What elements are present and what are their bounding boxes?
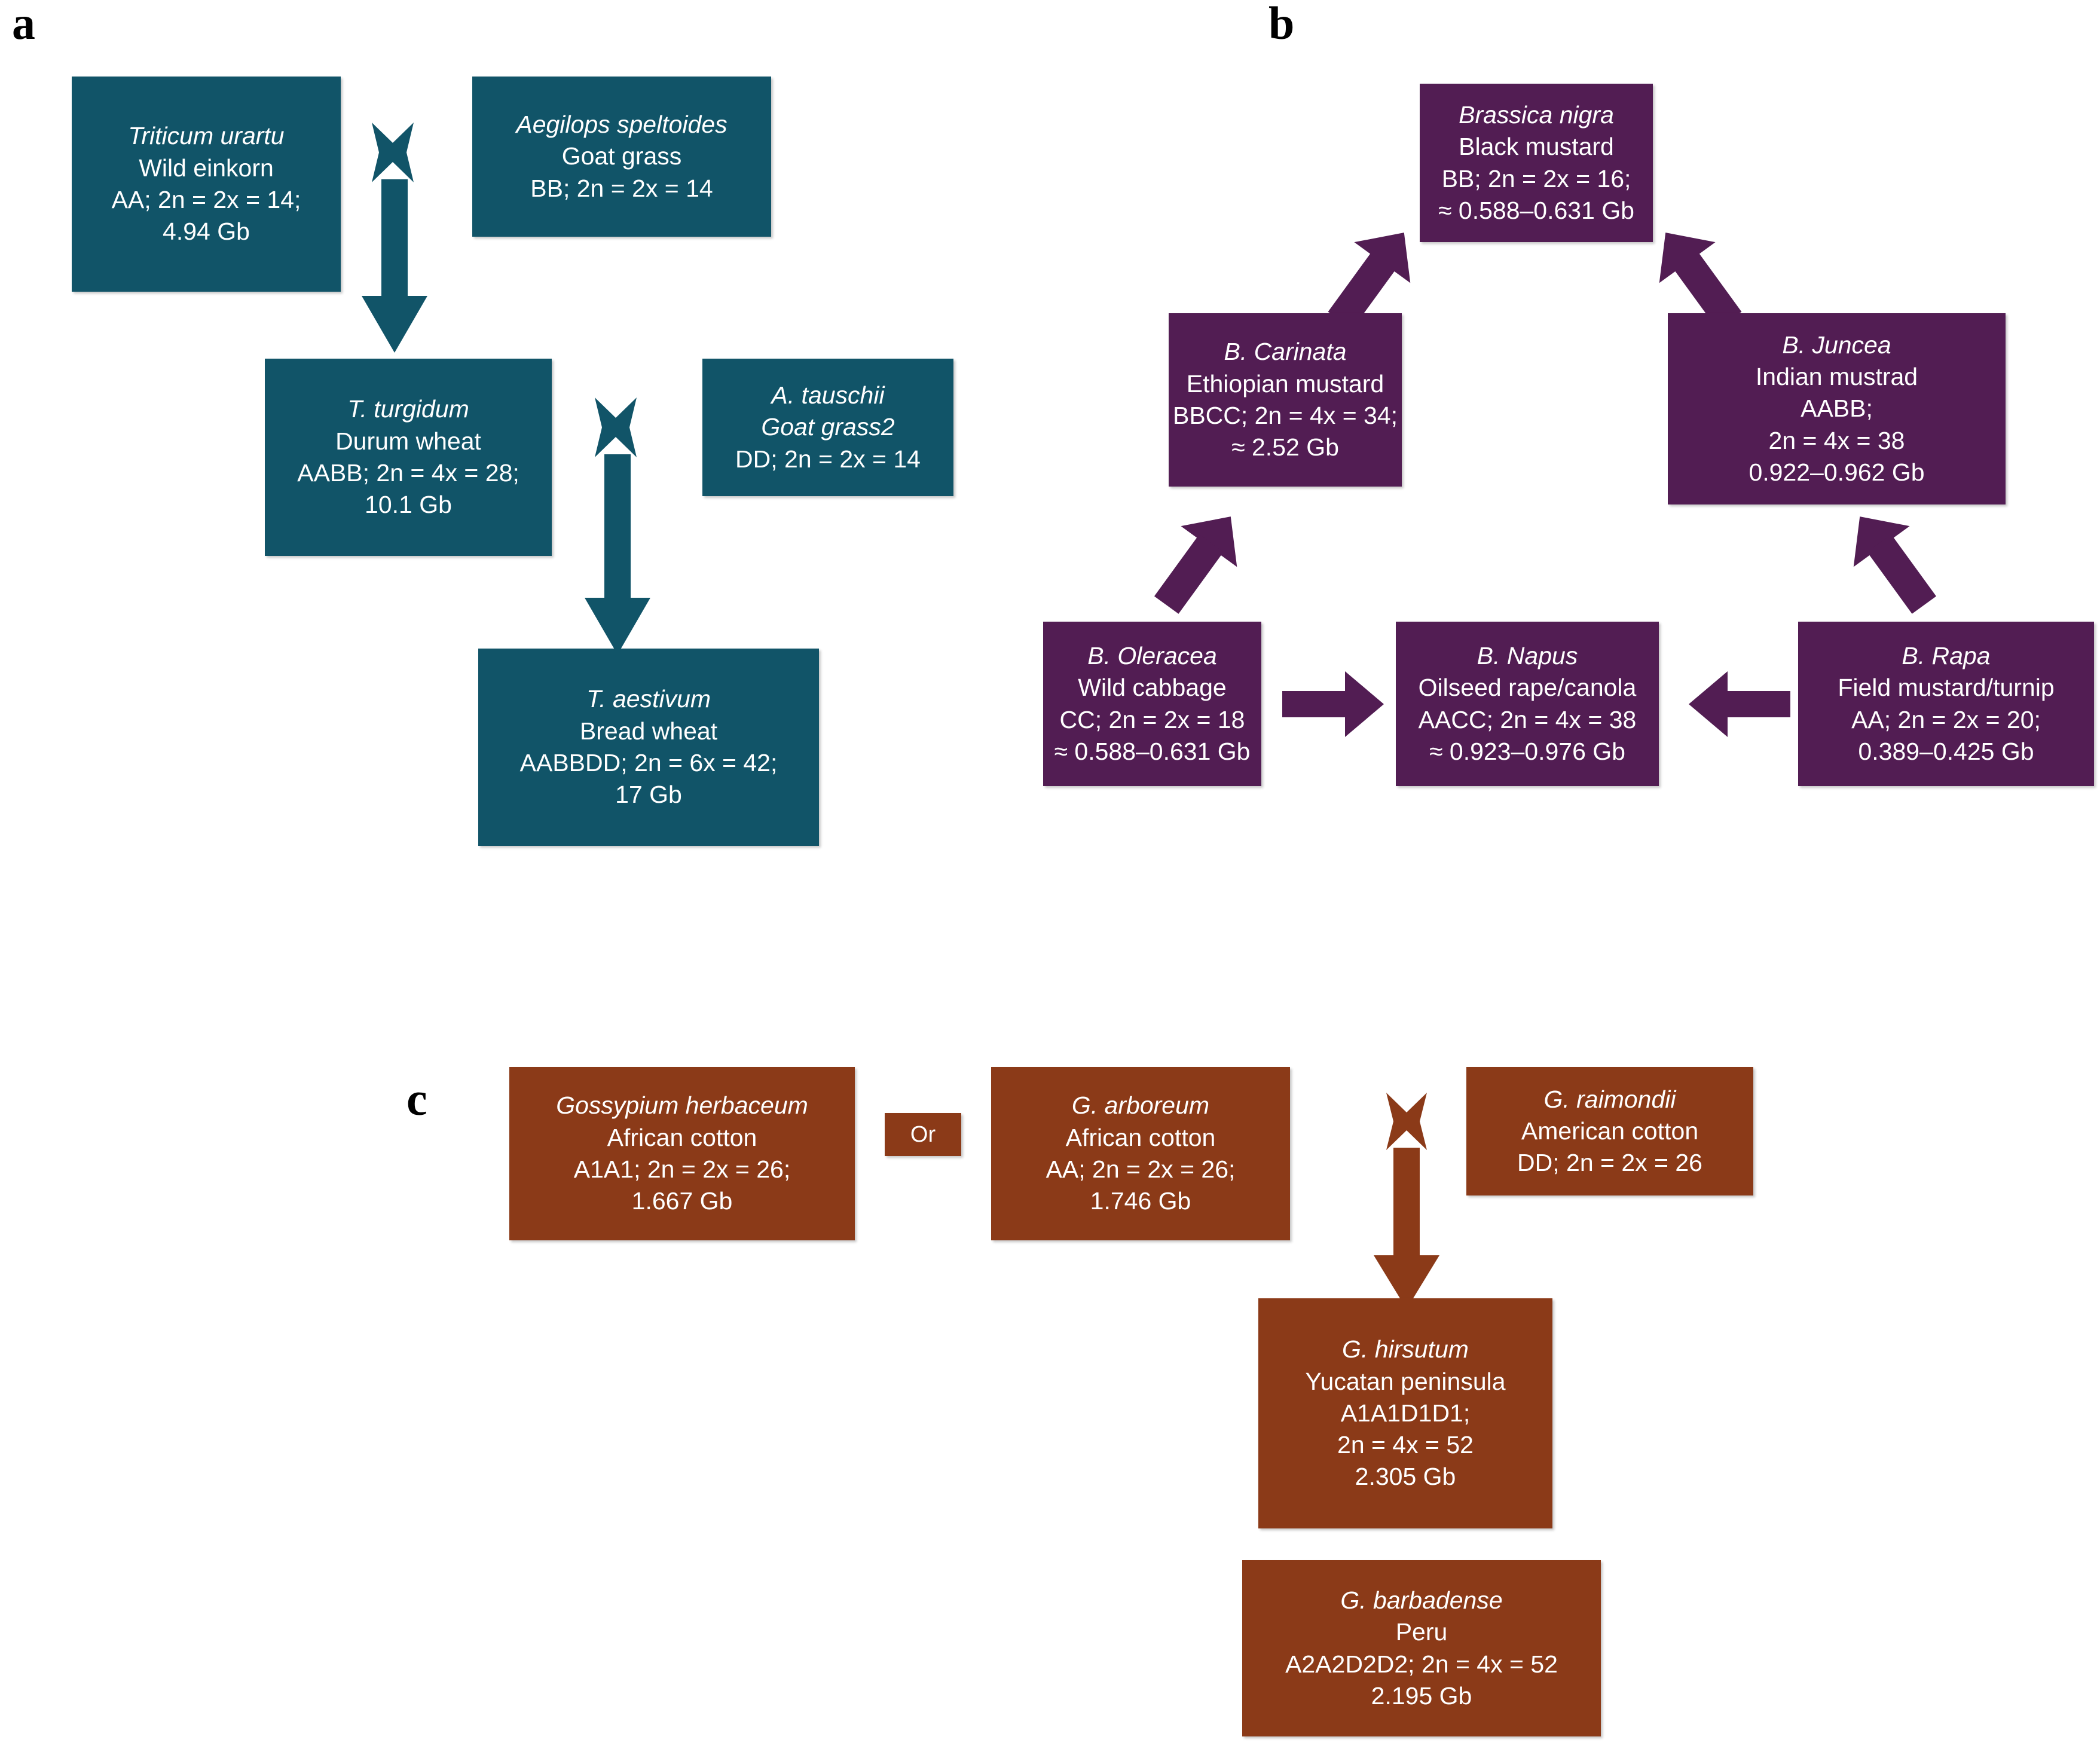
node-genome-formula: AA; 2n = 2x = 14; <box>111 186 301 213</box>
node-common-name: American cotton <box>1521 1117 1699 1145</box>
node-genome-formula: BB; 2n = 2x = 14 <box>530 174 713 202</box>
node-t-aestivum[interactable]: T. aestivum Bread wheat AABBDD; 2n = 6x … <box>478 649 819 846</box>
node-genome-formula: AABB; 2n = 4x = 28; <box>297 459 519 487</box>
node-genome-formula: AA; 2n = 2x = 26; <box>1046 1155 1236 1183</box>
arrow-diagonal-up-right-icon <box>1130 505 1261 625</box>
arrow-down-icon <box>585 454 650 655</box>
node-species: B. Rapa <box>1902 641 1991 669</box>
arrow-down-icon <box>1374 1148 1439 1309</box>
node-species: G. hirsutum <box>1342 1335 1469 1363</box>
node-common-name: Field mustard/turnip <box>1838 674 2055 702</box>
node-common-name: Black mustard <box>1459 133 1614 161</box>
node-g-hirsutum[interactable]: G. hirsutum Yucatan peninsula A1A1D1D1; … <box>1258 1298 1552 1528</box>
node-a-tauschii[interactable]: A. tauschii Goat grass2 DD; 2n = 2x = 14 <box>702 359 953 496</box>
node-genome-formula: AABB; <box>1801 395 1873 423</box>
node-genome-formula: DD; 2n = 2x = 14 <box>735 445 921 473</box>
node-common-name: Peru <box>1395 1618 1448 1646</box>
node-genome-size: 0.922–0.962 Gb <box>1749 458 1925 486</box>
node-genome-size: ≈ 0.588–0.631 Gb <box>1054 737 1251 765</box>
node-species: B. Oleracea <box>1087 641 1217 669</box>
node-genome-size: 2.305 Gb <box>1355 1463 1456 1491</box>
node-genome-size: ≈ 0.923–0.976 Gb <box>1429 737 1625 765</box>
node-species: T. aestivum <box>586 685 711 713</box>
arrow-left-icon <box>1689 671 1790 737</box>
node-genome-formula: DD; 2n = 2x = 26 <box>1517 1149 1702 1177</box>
node-genome-formula: A1A1; 2n = 2x = 26; <box>573 1155 791 1183</box>
node-species: B. Juncea <box>1782 331 1891 359</box>
node-triticum-urartu[interactable]: Triticum urartu Wild einkorn AA; 2n = 2x… <box>72 77 341 292</box>
node-genome-size: 2.195 Gb <box>1371 1681 1472 1710</box>
node-common-name: Goat grass <box>561 142 682 170</box>
panel-letter-c: c <box>406 1073 427 1125</box>
node-genome-formula: AACC; 2n = 4x = 38 <box>1418 705 1637 733</box>
node-genome-formula-2: 2n = 4x = 38 <box>1768 426 1905 454</box>
node-common-name: Durum wheat <box>335 427 481 455</box>
node-common-name: African cotton <box>1065 1123 1216 1151</box>
node-gossypium-herbaceum[interactable]: Gossypium herbaceum African cotton A1A1;… <box>509 1067 855 1240</box>
node-b-napus[interactable]: B. Napus Oilseed rape/canola AACC; 2n = … <box>1396 622 1659 786</box>
node-b-rapa[interactable]: B. Rapa Field mustard/turnip AA; 2n = 2x… <box>1798 622 2094 786</box>
node-species: Aegilops speltoides <box>516 111 727 139</box>
node-common-name: Bread wheat <box>579 717 718 745</box>
node-aegilops-speltoides[interactable]: Aegilops speltoides Goat grass BB; 2n = … <box>472 77 771 237</box>
node-genome-size: 1.746 Gb <box>1090 1187 1191 1215</box>
node-species: B. Napus <box>1477 641 1578 669</box>
node-species: A. tauschii <box>771 381 885 409</box>
node-g-raimondii[interactable]: G. raimondii American cotton DD; 2n = 2x… <box>1466 1067 1753 1195</box>
node-common-name: Oilseed rape/canola <box>1418 674 1637 702</box>
node-common-name: Wild cabbage <box>1078 674 1227 702</box>
node-species: Triticum urartu <box>128 122 285 150</box>
node-b-carinata[interactable]: B. Carinata Ethiopian mustard BBCC; 2n =… <box>1169 313 1402 487</box>
node-g-arboreum[interactable]: G. arboreum African cotton AA; 2n = 2x =… <box>991 1067 1290 1240</box>
node-b-oleracea[interactable]: B. Oleracea Wild cabbage CC; 2n = 2x = 1… <box>1043 622 1261 786</box>
arrow-right-icon <box>1282 671 1384 737</box>
node-common-name: Indian mustrad <box>1755 363 1918 391</box>
cross-symbol-icon <box>366 123 420 182</box>
panel-letter-a: a <box>12 0 35 49</box>
arrow-diagonal-down-right-icon <box>1632 221 1769 341</box>
node-genome-size: 0.389–0.425 Gb <box>1858 737 2034 765</box>
cross-symbol-icon <box>589 398 643 457</box>
node-t-turgidum[interactable]: T. turgidum Durum wheat AABB; 2n = 4x = … <box>265 359 552 556</box>
node-species: G. raimondii <box>1543 1085 1676 1113</box>
arrow-diagonal-down-left-icon <box>1300 221 1438 341</box>
node-species: Brassica nigra <box>1459 100 1614 129</box>
node-common-name: Ethiopian mustard <box>1186 369 1384 398</box>
node-genome-formula: A1A1D1D1; <box>1340 1399 1471 1427</box>
node-species: G. arboreum <box>1071 1091 1210 1120</box>
arrow-down-icon <box>362 179 427 353</box>
node-genome-formula: A2A2D2D2; 2n = 4x = 52 <box>1285 1650 1558 1678</box>
node-common-name: Wild einkorn <box>139 154 274 182</box>
node-genome-formula: BBCC; 2n = 4x = 34; <box>1172 402 1398 429</box>
node-species: G. barbadense <box>1340 1586 1503 1614</box>
node-genome-size: 4.94 Gb <box>163 218 250 246</box>
node-genome-size: 17 Gb <box>615 781 682 809</box>
node-genome-formula: CC; 2n = 2x = 18 <box>1059 705 1245 733</box>
node-common-name: African cotton <box>607 1123 757 1151</box>
panel-letter-b: b <box>1268 0 1295 49</box>
cross-symbol-icon <box>1381 1093 1432 1150</box>
arrow-diagonal-up-left-icon <box>1829 505 1961 625</box>
node-common-name: Yucatan peninsula <box>1305 1367 1506 1395</box>
node-genome-size: 1.667 Gb <box>631 1187 733 1215</box>
node-genome-size: ≈ 2.52 Gb <box>1231 433 1339 461</box>
node-species: B. Carinata <box>1224 338 1347 366</box>
or-label-box: Or <box>885 1113 961 1156</box>
node-common-name: Goat grass2 <box>761 413 895 441</box>
node-species: Gossypium herbaceum <box>556 1091 808 1120</box>
node-genome-size: 10.1 Gb <box>365 491 452 519</box>
node-brassica-nigra[interactable]: Brassica nigra Black mustard BB; 2n = 2x… <box>1420 84 1653 242</box>
node-g-barbadense[interactable]: G. barbadense Peru A2A2D2D2; 2n = 4x = 5… <box>1242 1560 1601 1736</box>
node-b-juncea[interactable]: B. Juncea Indian mustrad AABB; 2n = 4x =… <box>1668 313 2006 504</box>
node-genome-size: ≈ 0.588–0.631 Gb <box>1438 196 1634 224</box>
node-genome-formula: AABBDD; 2n = 6x = 42; <box>519 749 778 776</box>
node-genome-formula-2: 2n = 4x = 52 <box>1337 1431 1474 1459</box>
node-genome-formula: AA; 2n = 2x = 20; <box>1851 705 2041 733</box>
node-genome-formula: BB; 2n = 2x = 16; <box>1441 164 1631 192</box>
node-species: T. turgidum <box>347 395 469 423</box>
